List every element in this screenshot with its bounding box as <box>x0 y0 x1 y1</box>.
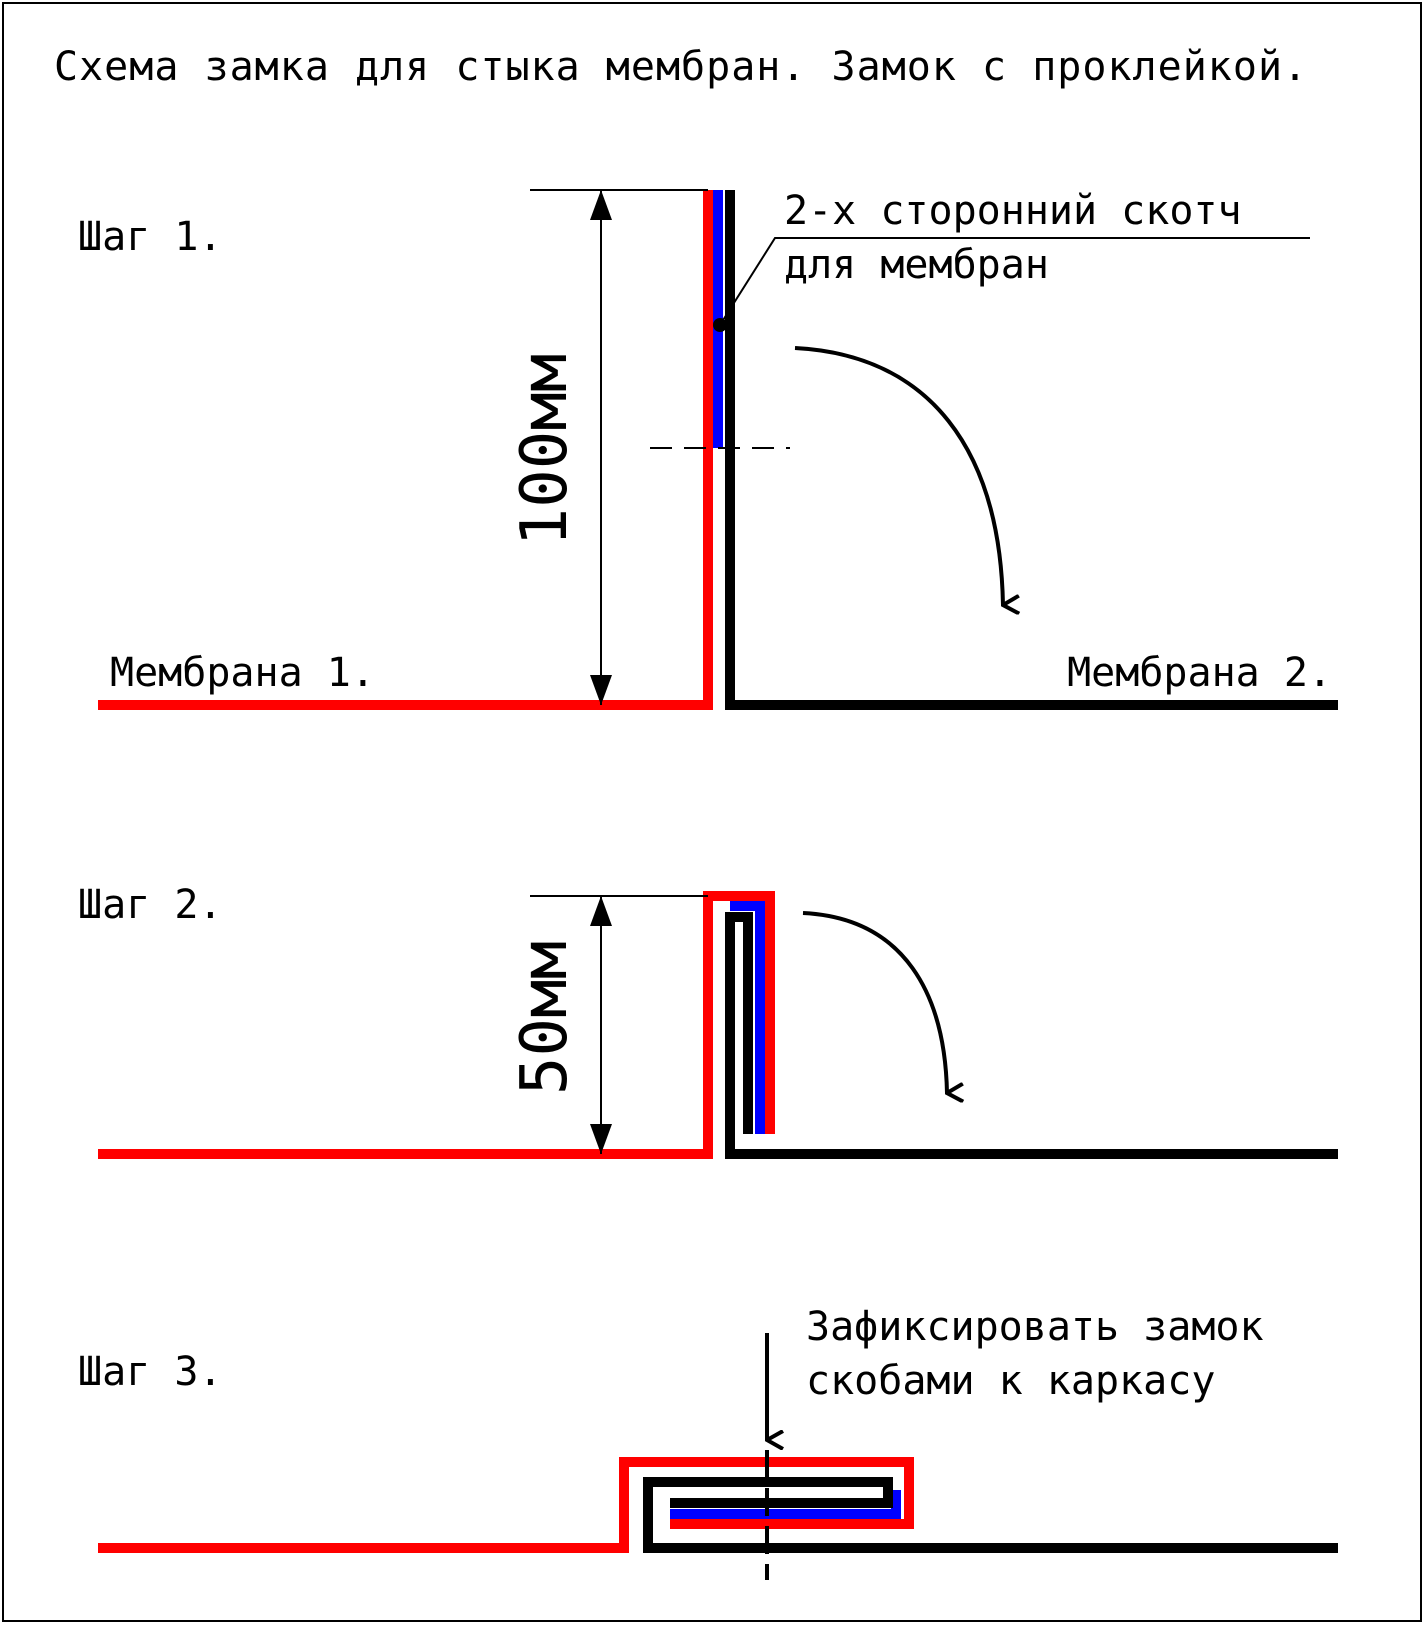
step1-dim-arrow-top <box>590 190 612 220</box>
step1-fold-arrow <box>794 346 1003 605</box>
step1-membrane-2 <box>725 190 1338 710</box>
step1-membrane-1 <box>98 190 713 710</box>
step2-dimension-label: 50мм <box>508 941 582 1095</box>
step1-dimension-label: 100мм <box>508 354 582 547</box>
step2-membrane-2 <box>725 912 1338 1159</box>
fix-note-line1: Зафиксировать замок <box>806 1304 1264 1350</box>
step-1-label: Шаг 1. <box>78 214 223 260</box>
step2-dim-arrow-top <box>590 896 612 926</box>
step1-tape-leader <box>719 237 1310 326</box>
step1-dim-arrow-bottom <box>590 675 612 705</box>
tape-note-line2: для мембран <box>784 242 1049 288</box>
step2-dim-arrow-bottom <box>590 1124 612 1154</box>
step-3-label: Шаг 3. <box>78 1349 223 1395</box>
membrane-1-label: Мембрана 1. <box>110 650 375 696</box>
step-2-label: Шаг 2. <box>78 882 223 928</box>
tape-note-line1: 2-х сторонний скотч <box>784 188 1242 234</box>
fix-note-line2: скобами к каркасу <box>806 1358 1215 1404</box>
step3-membrane-2 <box>643 1477 1338 1553</box>
step2-membrane-1 <box>98 891 775 1159</box>
step2-tape <box>730 901 765 1134</box>
step2-fold-arrow <box>802 911 947 1093</box>
membrane-2-label: Мембрана 2. <box>1067 650 1332 696</box>
diagram-title: Схема замка для стыка мембран. Замок с п… <box>54 44 1308 90</box>
step3-tape <box>670 1490 901 1519</box>
